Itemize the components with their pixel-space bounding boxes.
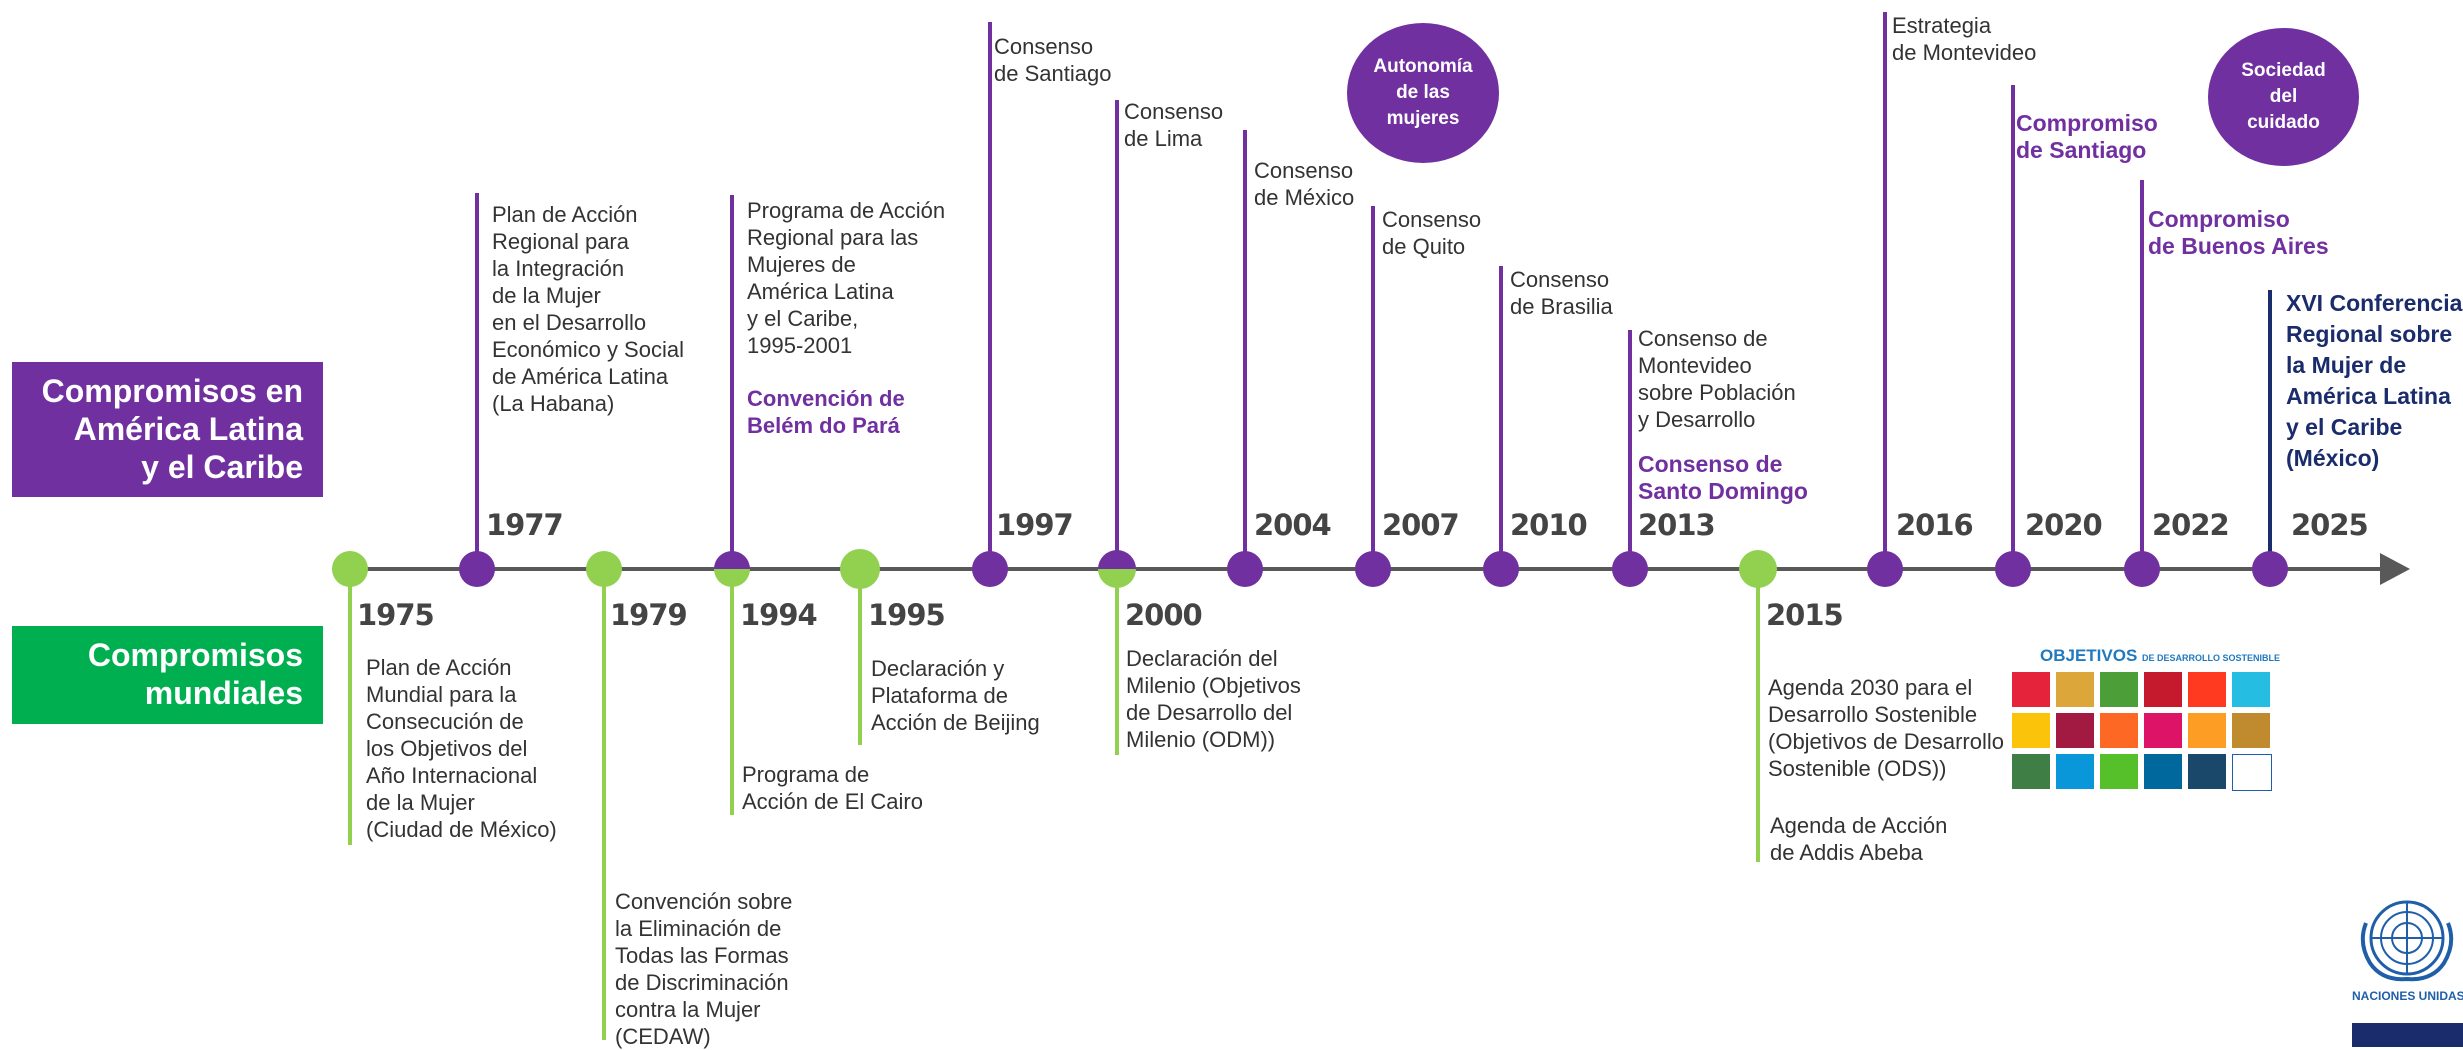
un-logo: NACIONES UNIDAS <box>2352 893 2463 1047</box>
event-2025-label: XVI Conferencia Regional sobre la Mujer … <box>2286 290 2463 471</box>
sdg-tile <box>2188 754 2226 789</box>
event-2022-label: Compromiso de Buenos Aires <box>2148 206 2329 259</box>
sdg-subtitle-text: DE DESARROLLO SOSTENIBLE <box>2142 653 2281 663</box>
year-2025: 2025 <box>2291 508 2369 542</box>
un-logo-bar <box>2352 1023 2463 1047</box>
sdg-tile <box>2188 713 2226 748</box>
marker-1997 <box>972 551 1008 587</box>
year-2010: 2010 <box>1510 508 1588 542</box>
marker-2015 <box>1739 550 1777 588</box>
sdg-tile <box>2144 754 2182 789</box>
year-2016: 2016 <box>1896 508 1974 542</box>
sdg-title-text: OBJETIVOS <box>2040 646 2138 665</box>
event-2020-label: Compromiso de Santiago <box>2016 110 2158 163</box>
autonomia-bubble: Autonomía de las mujeres <box>1347 23 1499 163</box>
sdg-tile <box>2188 672 2226 707</box>
marker-2020 <box>1995 551 2031 587</box>
year-1997: 1997 <box>996 508 1074 542</box>
marker-1995 <box>840 549 880 589</box>
event-2007-label: Consenso de Quito <box>1382 207 1482 259</box>
year-2004: 2004 <box>1254 508 1332 542</box>
event-2013-accent-label: Consenso de Santo Domingo <box>1638 451 1808 504</box>
sdg-tile <box>2012 713 2050 748</box>
event-2013-label: Consenso de Montevideo sobre Población y… <box>1638 326 1796 432</box>
sdg-tile <box>2232 672 2270 707</box>
event-2010-label: Consenso de Brasilia <box>1510 267 1613 319</box>
marker-1977 <box>459 551 495 587</box>
cuidado-bubble: Sociedad del cuidado <box>2208 28 2359 166</box>
marker-2013 <box>1612 551 1648 587</box>
year-1975: 1975 <box>357 598 435 632</box>
sdg-tile <box>2144 672 2182 707</box>
sdg-tile <box>2232 713 2270 748</box>
year-2000: 2000 <box>1125 598 1203 632</box>
marker-2004 <box>1227 551 1263 587</box>
sdg-tile <box>2232 754 2272 791</box>
marker-1994-bottom <box>714 569 750 587</box>
year-2007: 2007 <box>1382 508 1460 542</box>
event-2016-label: Estrategia de Montevideo <box>1892 13 2037 65</box>
year-2013: 2013 <box>1638 508 1716 542</box>
sdg-tile <box>2056 672 2094 707</box>
event-2004-label: Consenso de México <box>1254 158 1355 210</box>
event-2000-label: Declaración del Milenio (Objetivos de De… <box>1126 646 1301 752</box>
event-2000-lima-label: Consenso de Lima <box>1124 99 1224 151</box>
marker-1979 <box>586 551 622 587</box>
event-1977-label: Plan de Acción Regional para la Integrac… <box>492 202 684 416</box>
sdg-logo-title: OBJETIVOS DE DESARROLLO SOSTENIBLE <box>2040 646 2280 666</box>
sdg-tile <box>2056 754 2094 789</box>
sdg-tile <box>2012 672 2050 707</box>
sdg-tile <box>2056 713 2094 748</box>
year-2020: 2020 <box>2025 508 2103 542</box>
global-commitments-box: Compromisos mundiales <box>12 626 323 724</box>
year-2015: 2015 <box>1766 598 1844 632</box>
marker-2007 <box>1355 551 1391 587</box>
event-1994-label: Programa de Acción de El Cairo <box>742 762 923 814</box>
year-1994: 1994 <box>740 598 818 632</box>
regional-commitments-box: Compromisos en América Latina y el Carib… <box>12 362 323 497</box>
un-logo-text: NACIONES UNIDAS <box>2352 989 2463 1003</box>
year-1977: 1977 <box>486 508 564 542</box>
event-1994-belem-label: Convención de Belém do Pará <box>747 386 905 438</box>
sdg-logo <box>2012 645 2274 795</box>
marker-2016 <box>1867 551 1903 587</box>
sdg-tile <box>2100 713 2138 748</box>
sdg-tile <box>2100 672 2138 707</box>
event-1975-label: Plan de Acción Mundial para la Consecuci… <box>366 655 557 842</box>
year-1995: 1995 <box>868 598 946 632</box>
sdg-tile <box>2012 754 2050 789</box>
year-1979: 1979 <box>610 598 688 632</box>
event-1995-label: Declaración y Plataforma de Acción de Be… <box>871 656 1040 735</box>
marker-2000-bottom <box>1098 569 1136 588</box>
marker-2010 <box>1483 551 1519 587</box>
event-1994-regional-label: Programa de Acción Regional para las Muj… <box>747 198 946 358</box>
event-1979-label: Convención sobre la Eliminación de Todas… <box>615 889 793 1049</box>
event-2015-addis-label: Agenda de Acción de Addis Abeba <box>1770 813 1948 865</box>
event-2015-label: Agenda 2030 para el Desarrollo Sostenibl… <box>1768 675 2004 781</box>
marker-1975 <box>332 551 368 587</box>
marker-2025 <box>2252 551 2288 587</box>
marker-2022 <box>2124 551 2160 587</box>
axis-arrow <box>2380 553 2410 585</box>
marker-2000-top <box>1098 550 1136 569</box>
event-1997-label: Consenso de Santiago <box>994 34 1112 86</box>
marker-1994-top <box>714 551 750 569</box>
sdg-tile <box>2100 754 2138 789</box>
sdg-tile <box>2144 713 2182 748</box>
year-2022: 2022 <box>2152 508 2230 542</box>
un-emblem-icon <box>2360 900 2454 982</box>
